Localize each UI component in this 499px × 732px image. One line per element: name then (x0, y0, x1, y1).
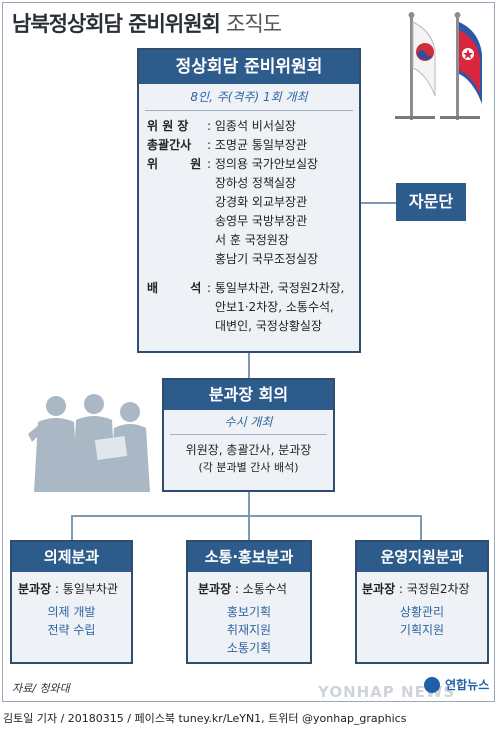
division-meeting-box: 분과장 회의 수시 개최 위원장, 총괄간사, 분과장 (각 분과별 간사 배석… (162, 378, 335, 492)
credit-line: 김토일 기자 / 20180315 / 페이스북 tuney.kr/LeYN1,… (3, 712, 407, 725)
division-box-agenda: 의제분과 분과장 : 통일부차관 의제 개발 전략 수립 (10, 540, 133, 664)
division-head: 분과장 : 소통수석 (198, 582, 287, 596)
connector-main (248, 353, 250, 378)
division-task: 의제 개발 (47, 605, 96, 619)
watermark: YONHAP NEWS (318, 683, 456, 701)
member-line: 홍남기 국무조정실장 (215, 252, 319, 266)
division-task: 전략 수립 (47, 623, 96, 637)
member-line: 서 훈 국정원장 (215, 233, 289, 247)
division-head: 분과장 : 통일부차관 (18, 582, 118, 596)
advisory-box: 자문단 (396, 183, 466, 221)
division-box-operations: 운영지원분과 분과장 : 국정원2차장 상황관리 기획지원 (355, 540, 489, 664)
division-box-communication: 소통·홍보분과 분과장 : 소통수석 홍보기획 취재지원 소통기획 (186, 540, 312, 664)
committee-box: 정상회담 준비위원회 8인, 주(격주) 1회 개최 위 원 장: 임종석 비서… (137, 48, 361, 353)
division-name: 소통·홍보분과 (188, 542, 310, 572)
division-meeting-name: 분과장 회의 (164, 380, 333, 410)
division-task: 소통기획 (226, 641, 272, 655)
yonhap-logo-icon (424, 676, 440, 693)
title-main: 남북정상회담 준비위원회 (12, 12, 221, 36)
connector-division-3 (420, 515, 422, 540)
member-row-attendees: 배 석: 통일부차관, 국정원2차장, (147, 281, 345, 295)
division-task: 취재지원 (226, 623, 272, 637)
connector-advisory (361, 202, 396, 204)
member-line: 장하성 정책실장 (215, 176, 297, 190)
connector-division-1 (71, 515, 73, 540)
member-line: 대변인, 국정상황실장 (215, 319, 322, 333)
member-line: 안보1·2차장, 소통수석, (215, 300, 334, 314)
people-silhouette-icon (28, 394, 150, 492)
division-head: 분과장 : 국정원2차장 (362, 582, 470, 596)
connector-tree-vertical (248, 492, 250, 516)
member-row-secretary: 총괄간사: 조명균 통일부장관 (147, 138, 307, 152)
division-meeting-line2: (각 분과별 간사 배석) (198, 461, 299, 474)
division-name: 운영지원분과 (357, 542, 487, 572)
member-line: 송영무 국방부장관 (215, 214, 308, 228)
member-line: 강경화 외교부장관 (215, 195, 308, 209)
flags-icon (395, 12, 482, 120)
source-note: 자료/ 청와대 (12, 682, 70, 695)
advisory-name: 자문단 (408, 192, 454, 211)
division-task: 기획지원 (399, 623, 445, 637)
member-row-chair: 위 원 장: 임종석 비서실장 (147, 119, 296, 133)
committee-schedule: 8인, 주(격주) 1회 개최 (145, 84, 353, 111)
infographic-frame (2, 2, 495, 702)
division-meeting-line1: 위원장, 총괄간사, 분과장 (185, 443, 312, 457)
connector-division-2 (248, 515, 250, 540)
yonhap-logo: 연합뉴스 (424, 674, 489, 693)
logo-text: 연합뉴스 (445, 678, 490, 692)
title-sub: 조직도 (226, 12, 282, 36)
division-name: 의제분과 (12, 542, 131, 572)
connector-tree-horizontal (71, 515, 421, 517)
division-task: 상황관리 (399, 605, 445, 619)
division-task: 홍보기획 (226, 605, 272, 619)
committee-members: 위 원 장: 임종석 비서실장 총괄간사: 조명균 통일부장관 위 원: 정의용… (139, 111, 359, 336)
page-title: 남북정상회담 준비위원회 조직도 (12, 8, 282, 38)
division-meeting-schedule: 수시 개최 (170, 410, 327, 435)
member-row-members: 위 원: 정의용 국가안보실장 (147, 157, 319, 171)
committee-name: 정상회담 준비위원회 (139, 50, 359, 84)
